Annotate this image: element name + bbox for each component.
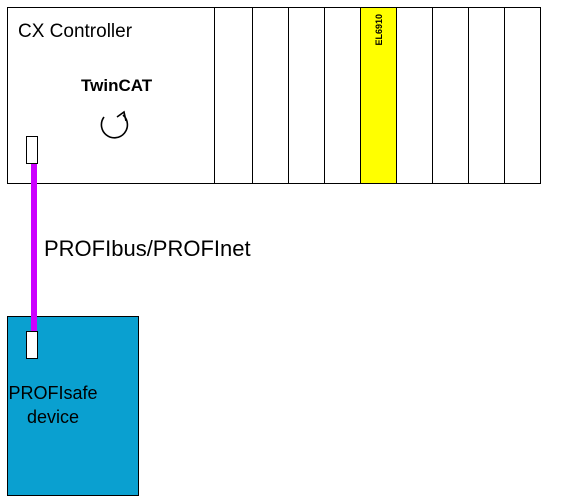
device-bus-port	[26, 331, 38, 359]
device-name-line1: PROFIsafe	[8, 383, 98, 403]
terminal-module-9	[469, 7, 505, 184]
profibus-connection-line	[31, 148, 37, 353]
terminal-label-el6910: EL6910	[373, 14, 384, 46]
controller-bus-port	[26, 136, 38, 164]
device-name: PROFIsafe device	[8, 381, 98, 429]
twincat-label: TwinCAT	[81, 76, 153, 95]
terminal-module-3	[289, 7, 325, 184]
profisafe-device-block: PROFIsafe device	[7, 316, 139, 496]
refresh-icon	[100, 110, 129, 139]
bus-label: PROFIbus/PROFInet	[44, 236, 251, 261]
cx-controller-block: CX Controller TwinCAT	[7, 7, 215, 184]
terminal-module-1	[215, 7, 253, 184]
device-name-line2: device	[26, 407, 80, 427]
terminal-module-2	[253, 7, 289, 184]
controller-title: CX Controller	[18, 21, 133, 42]
terminal-module-7	[397, 7, 433, 184]
terminal-module-el6910: EL6910	[361, 7, 397, 184]
terminal-module-10	[505, 7, 541, 184]
terminal-module-8	[433, 7, 469, 184]
terminal-module-4	[325, 7, 361, 184]
